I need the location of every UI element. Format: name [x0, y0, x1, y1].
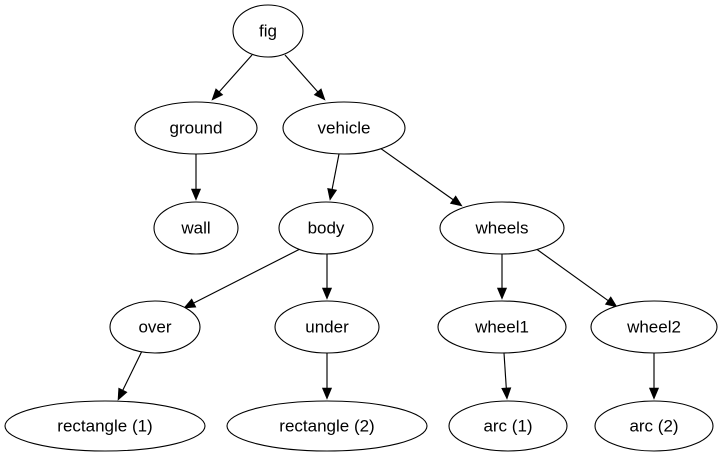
- arrowhead-icon: [321, 387, 333, 400]
- edge-line: [193, 248, 301, 304]
- arrowhead-icon: [604, 296, 618, 308]
- node-label: ground: [170, 118, 223, 137]
- edge-wheel2-to-arc2: [648, 353, 660, 400]
- node-label: fig: [259, 21, 277, 40]
- arrowhead-icon: [117, 387, 128, 401]
- node-rectangle1[interactable]: rectangle (1): [4, 400, 206, 452]
- node-shape[interactable]: [232, 4, 304, 58]
- arrowhead-icon: [321, 287, 333, 300]
- arrowhead-icon: [183, 298, 197, 309]
- node-wheel2[interactable]: wheel2: [590, 300, 718, 354]
- edge-fig-to-vehicle: [284, 54, 326, 101]
- arrowhead-icon: [648, 387, 660, 400]
- node-shape[interactable]: [134, 101, 258, 155]
- edge-body-to-over: [183, 248, 301, 309]
- node-shape[interactable]: [590, 300, 718, 354]
- node-wheels[interactable]: wheels: [439, 201, 565, 255]
- edge-wheels-to-wheel2: [534, 247, 618, 308]
- node-label: rectangle (2): [279, 416, 374, 435]
- node-label: wheel2: [626, 317, 681, 336]
- node-shape[interactable]: [439, 201, 565, 255]
- node-body[interactable]: body: [278, 201, 374, 255]
- node-label: arc (1): [483, 416, 532, 435]
- node-label: wheel1: [474, 317, 529, 336]
- edge-wheel1-to-arc1: [501, 352, 512, 400]
- node-shape[interactable]: [109, 300, 201, 354]
- node-label: wheels: [475, 218, 529, 237]
- arrowhead-icon: [190, 188, 202, 201]
- edge-under-to-rectangle2: [321, 353, 333, 400]
- node-shape[interactable]: [278, 201, 374, 255]
- node-label: wall: [180, 218, 210, 237]
- edge-ground-to-wall: [190, 154, 202, 201]
- node-shape[interactable]: [448, 400, 568, 452]
- node-label: over: [138, 317, 171, 336]
- edge-line: [218, 54, 253, 93]
- edges-layer: [117, 54, 660, 401]
- edge-over-to-rectangle1: [117, 350, 143, 401]
- edge-line: [122, 350, 143, 391]
- edge-fig-to-ground: [211, 54, 253, 101]
- node-wall[interactable]: wall: [153, 201, 239, 255]
- node-label: rectangle (1): [57, 416, 152, 435]
- node-shape[interactable]: [153, 201, 239, 255]
- node-vehicle[interactable]: vehicle: [282, 101, 406, 155]
- node-label: body: [308, 218, 345, 237]
- node-over[interactable]: over: [109, 300, 201, 354]
- node-under[interactable]: under: [274, 300, 380, 354]
- node-label: arc (2): [629, 416, 678, 435]
- node-rectangle2[interactable]: rectangle (2): [226, 400, 428, 452]
- edge-line: [331, 153, 340, 190]
- arrowhead-icon: [501, 387, 512, 400]
- node-wheel1[interactable]: wheel1: [437, 300, 567, 354]
- edge-body-to-under: [321, 254, 333, 300]
- node-arc2[interactable]: arc (2): [594, 400, 714, 452]
- edge-line: [503, 352, 507, 389]
- edge-line: [379, 147, 454, 201]
- edge-vehicle-to-wheels: [379, 147, 463, 207]
- arrowhead-icon: [211, 88, 224, 101]
- arrowhead-icon: [496, 287, 508, 300]
- edge-line: [534, 247, 609, 302]
- node-label: under: [305, 317, 349, 336]
- node-ground[interactable]: ground: [134, 101, 258, 155]
- edge-vehicle-to-body: [327, 153, 340, 201]
- node-shape[interactable]: [594, 400, 714, 452]
- arrowhead-icon: [313, 88, 326, 101]
- arrowhead-icon: [449, 195, 463, 207]
- node-arc1[interactable]: arc (1): [448, 400, 568, 452]
- node-shape[interactable]: [4, 400, 206, 452]
- node-shape[interactable]: [282, 101, 406, 155]
- node-fig[interactable]: fig: [232, 4, 304, 58]
- node-shape[interactable]: [226, 400, 428, 452]
- arrowhead-icon: [327, 187, 338, 201]
- edge-wheels-to-wheel1: [496, 254, 508, 300]
- node-label: vehicle: [318, 118, 371, 137]
- nodes-layer: fig ground vehicle wall body wheels over under w…: [4, 4, 718, 452]
- node-shape[interactable]: [437, 300, 567, 354]
- edge-line: [284, 54, 319, 93]
- node-shape[interactable]: [274, 300, 380, 354]
